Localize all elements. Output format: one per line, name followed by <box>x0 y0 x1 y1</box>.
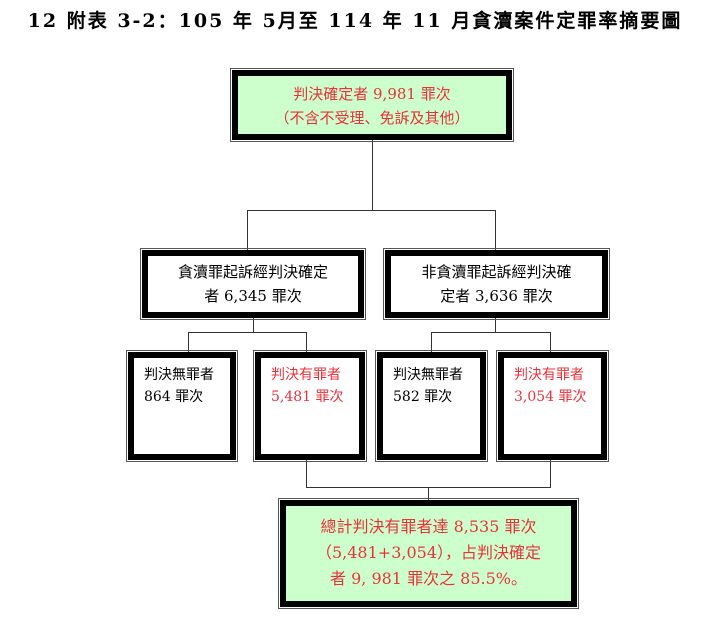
total-line1: 總計判決有罪者達 8,535 罪次 <box>320 517 537 536</box>
connector <box>253 318 254 332</box>
connector <box>247 210 496 211</box>
top-line1: 判決確定者 9,981 罪次 <box>293 85 451 103</box>
connector <box>431 332 550 333</box>
conviction-rate-summary-box: 總計判決有罪者達 8,535 罪次 （5,481+3,054），占判決確定 者 … <box>278 498 579 609</box>
leaf-label: 判決有罪者 <box>271 367 341 383</box>
page-title: 12 附表 3-2：105 年 5月至 114 年 11 月貪瀆案件定罪率摘要圖 <box>27 10 683 32</box>
leaf-label: 判決有罪者 <box>514 367 584 383</box>
connector <box>372 140 373 210</box>
total-line2: （5,481+3,054），占判決確定 <box>315 543 542 562</box>
leaf-count: 864 罪次 <box>144 389 204 405</box>
corruption-charge-box: 貪瀆罪起訴經判決確定 者 6,345 罪次 <box>140 248 366 320</box>
non-corruption-charge-box: 非貪瀆罪起訴經判決確 定者 3,636 罪次 <box>383 248 610 320</box>
connector <box>550 460 551 487</box>
leaf-count: 5,481 罪次 <box>271 389 344 405</box>
leaf-acquitted-non-corruption: 判決無罪者 582 罪次 <box>375 350 488 462</box>
connector <box>306 460 307 487</box>
connector <box>431 332 432 352</box>
connector <box>306 332 307 352</box>
top-line2: （不含不受理、免訴及其他） <box>274 109 470 127</box>
leaf-label: 判決無罪者 <box>393 367 463 383</box>
connector <box>495 318 496 332</box>
connector <box>188 332 189 352</box>
total-convictions-box-top: 判決確定者 9,981 罪次 （不含不受理、免訴及其他） <box>230 68 514 142</box>
mid-left-line1: 貪瀆罪起訴經判決確定 <box>177 263 328 281</box>
connector <box>188 332 306 333</box>
connector <box>247 210 248 250</box>
connector <box>495 210 496 250</box>
leaf-count: 582 罪次 <box>393 389 453 405</box>
leaf-convicted-non-corruption: 判決有罪者 3,054 罪次 <box>496 350 609 462</box>
mid-right-line2: 定者 3,636 罪次 <box>440 287 553 305</box>
leaf-convicted-corruption: 判決有罪者 5,481 罪次 <box>253 350 367 462</box>
leaf-label: 判決無罪者 <box>144 367 214 383</box>
leaf-acquitted-corruption: 判決無罪者 864 罪次 <box>126 350 238 462</box>
mid-left-line2: 者 6,345 罪次 <box>204 287 302 305</box>
mid-right-line1: 非貪瀆罪起訴經判決確 <box>421 263 572 281</box>
leaf-count: 3,054 罪次 <box>514 389 587 405</box>
connector <box>550 332 551 352</box>
connector <box>428 487 429 500</box>
total-line3: 者 9, 981 罪次之 85.5%。 <box>330 569 527 588</box>
